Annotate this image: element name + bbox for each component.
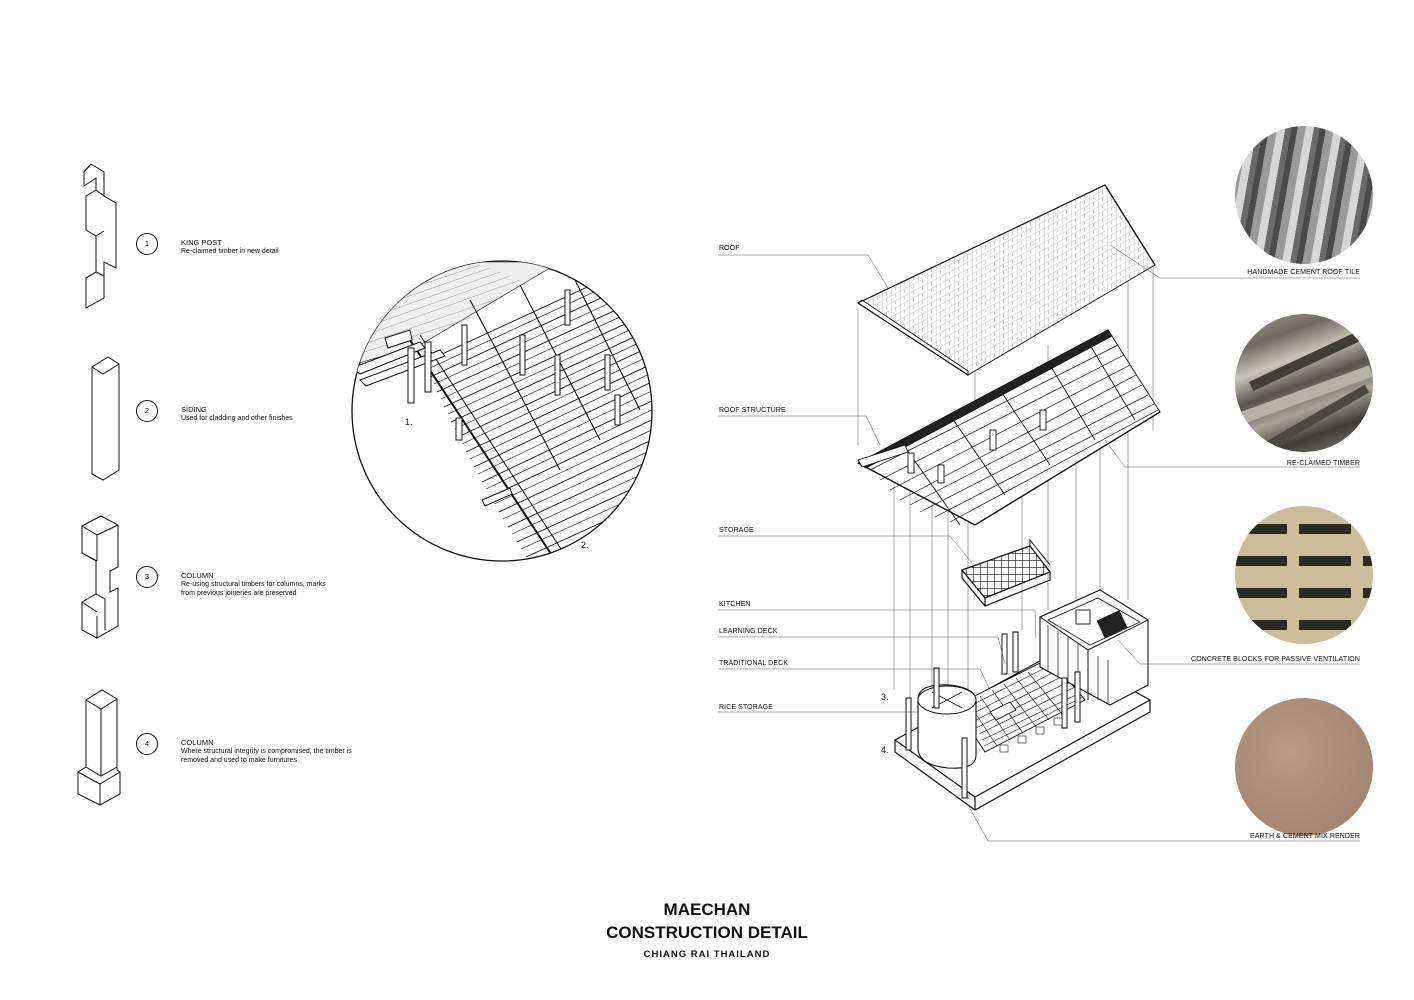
label-storage: STORAGE	[719, 527, 754, 534]
roof-tile-photo	[1235, 126, 1373, 264]
label-traditional-deck: TRADITIONAL DECK	[719, 660, 789, 667]
element-number-2: 2	[136, 400, 158, 422]
element-desc-4: Where structural integrity is compromise…	[181, 748, 352, 764]
element-title-4: COLUMN	[181, 738, 214, 747]
element-number-3: 3	[136, 566, 158, 588]
column-4-drawing	[77, 689, 121, 806]
label-roof-structure: ROOF STRUCTURE	[719, 407, 786, 414]
element-title-3: COLUMN	[181, 571, 214, 580]
sheet-title: MAECHAN	[663, 900, 751, 919]
label-rice-storage: RICE STORAGE	[719, 704, 773, 711]
label-learning-deck: LEARNING DECK	[719, 628, 778, 635]
element-desc-2: Used for cladding and other finishes	[181, 415, 293, 422]
element-title-1: KING POST	[181, 238, 222, 247]
material-label-earth-render: EARTH & CEMENT MIX RENDER	[1250, 833, 1360, 840]
reclaimed-timber-photo	[1235, 314, 1373, 452]
sheet-location: CHIANG RAI THAILAND	[643, 949, 771, 960]
element-number-1: 1	[136, 233, 158, 255]
material-label-timber: RE-CLAIMED TIMBER	[1286, 460, 1360, 467]
model-callout-4: 4.	[881, 745, 889, 755]
element-desc-3: Re-using structural timbers for columns,…	[181, 581, 326, 597]
sheet-subtitle: CONSTRUCTION DETAIL	[606, 923, 808, 942]
king-post-drawing	[83, 163, 117, 309]
label-kitchen: KITCHEN	[719, 601, 751, 608]
label-roof: ROOF	[719, 245, 740, 252]
model-callout-3: 3.	[881, 692, 889, 702]
detail-callout-1: 1.	[405, 417, 413, 427]
roof-detail-magnifier	[351, 260, 653, 562]
earth-render-photo	[1235, 698, 1373, 836]
material-label-concrete-blocks: CONCRETE BLOCKS FOR PASSIVE VENTILATION	[1191, 656, 1360, 663]
siding-drawing	[91, 356, 120, 481]
concrete-blocks-photo	[1235, 506, 1373, 644]
block-webs	[1235, 506, 1373, 644]
element-desc-1: Re-claimed timber in new detail	[181, 248, 279, 255]
exploded-house-model	[718, 184, 1360, 842]
material-label-roof-tile: HANDMADE CEMENT ROOF TILE	[1247, 269, 1360, 276]
element-title-2: SIDING	[181, 405, 207, 414]
column-3-drawing	[81, 515, 119, 639]
detail-callout-2: 2.	[581, 540, 589, 550]
element-number-4: 4	[136, 733, 158, 755]
